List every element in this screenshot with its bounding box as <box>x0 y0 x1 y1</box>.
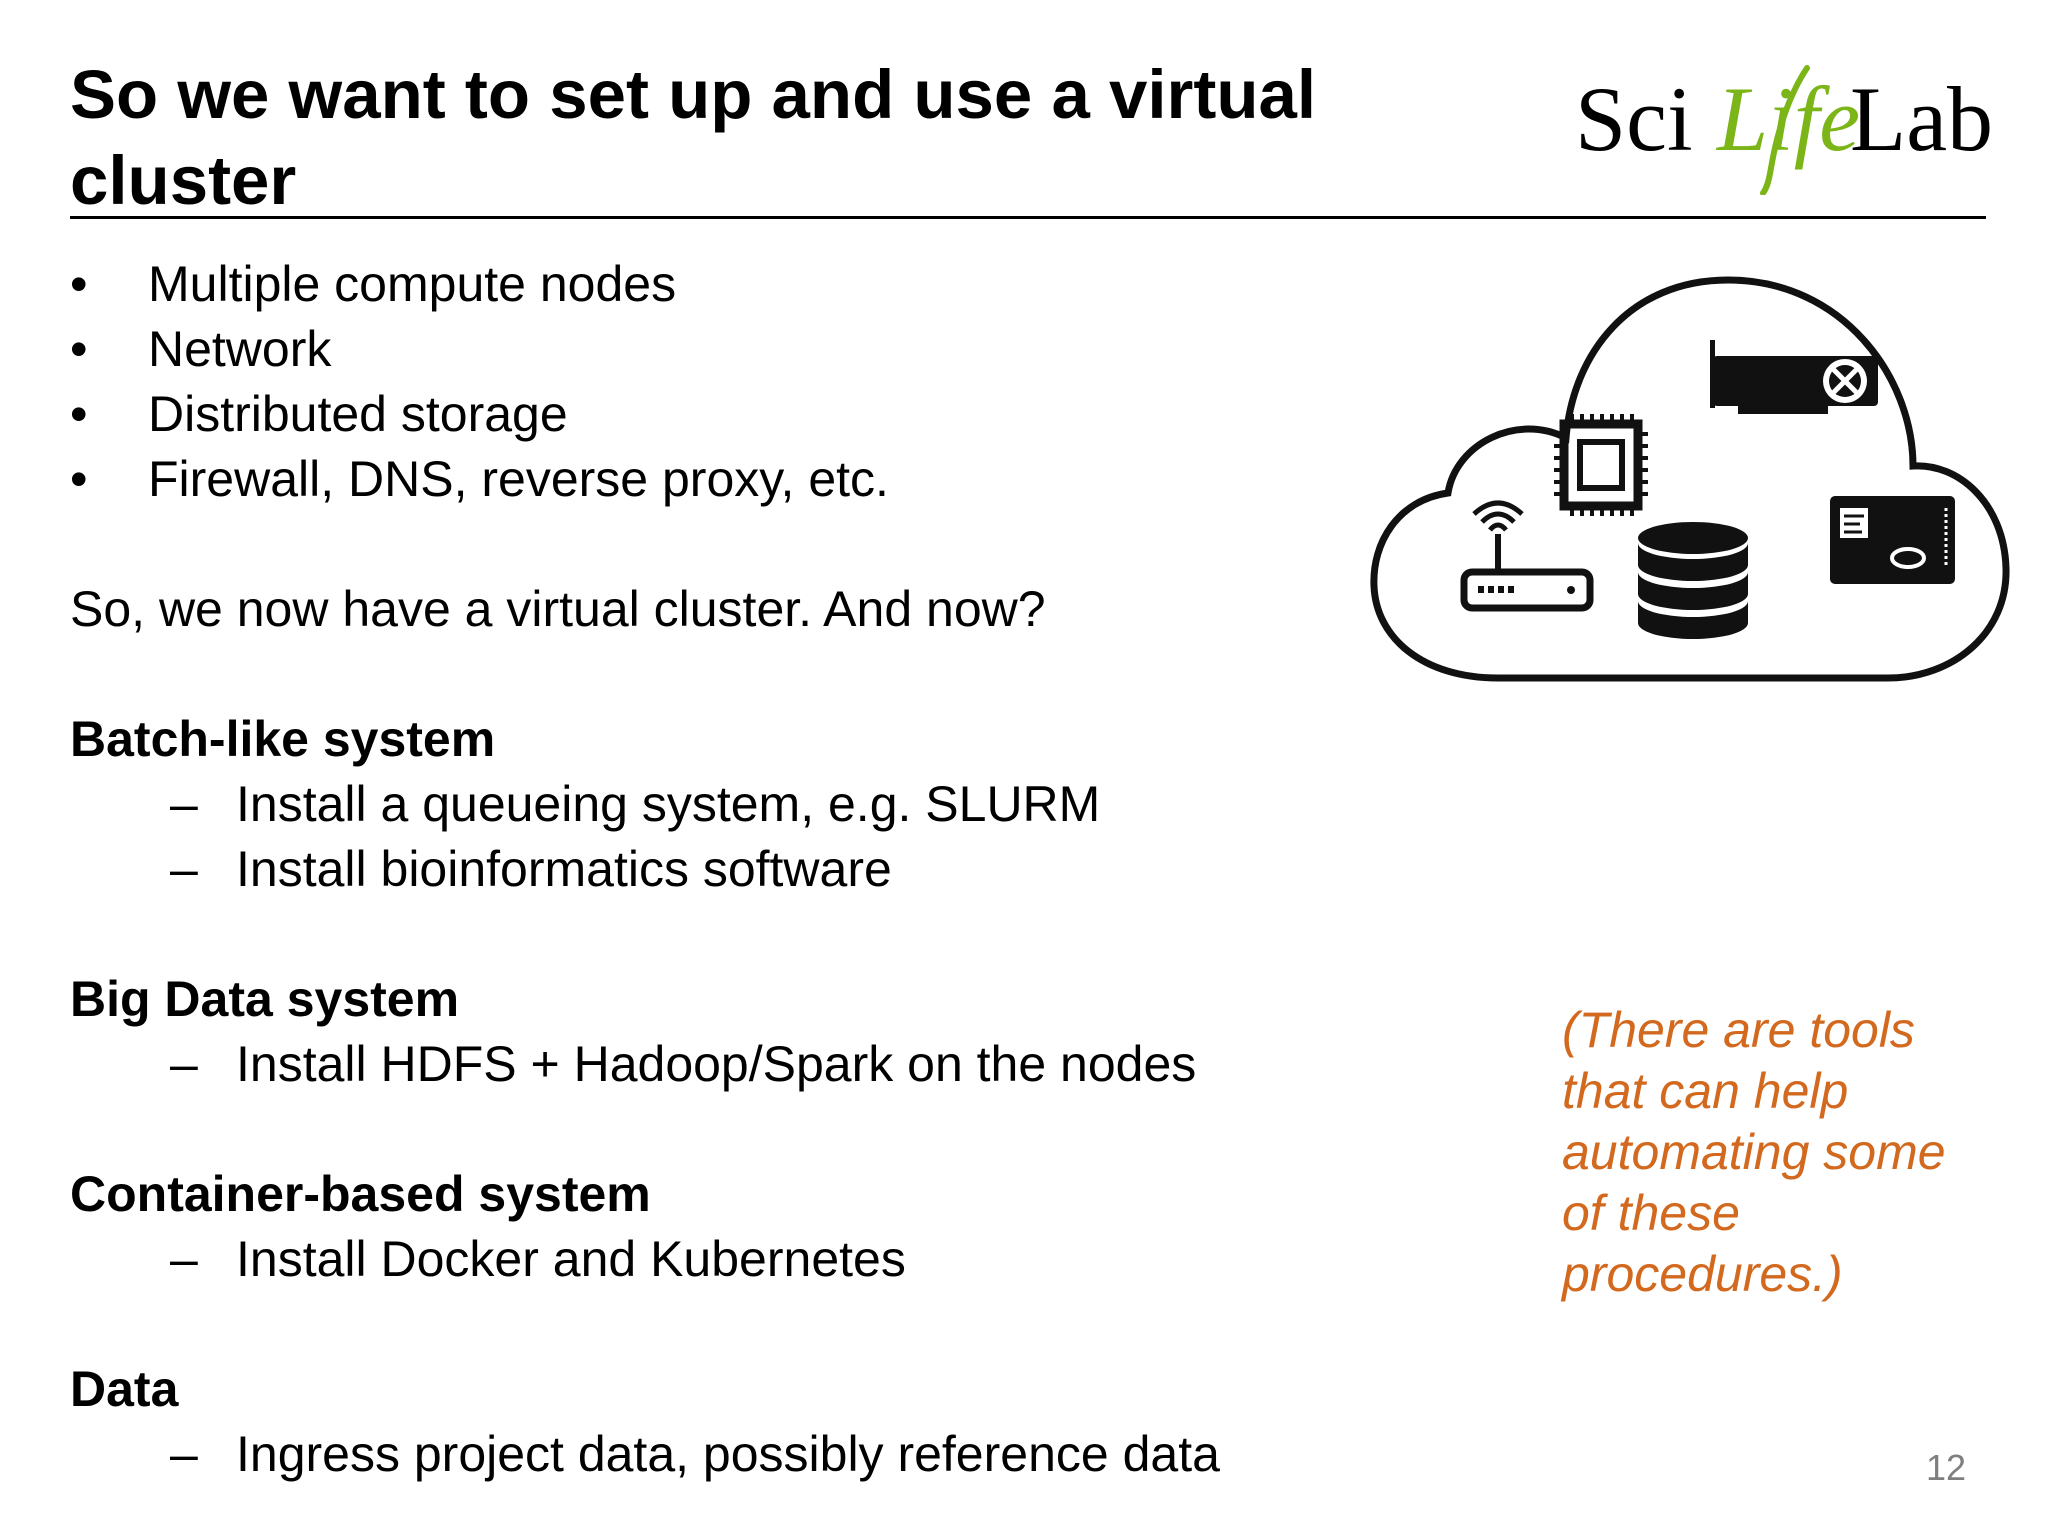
section-item: –Install Docker and Kubernetes <box>70 1227 1470 1292</box>
bullet-marker: • <box>70 321 88 377</box>
tools-note: (There are tools that can help automatin… <box>1562 1002 1946 1302</box>
title-divider <box>70 216 1986 219</box>
section-item: –Install a queueing system, e.g. SLURM <box>70 772 1470 837</box>
logo-leaf-stem <box>1760 65 1810 195</box>
spacer <box>70 642 1470 707</box>
database-icon <box>1638 522 1748 639</box>
section-item-text: Install a queueing system, e.g. SLURM <box>236 776 1101 832</box>
section-item-text: Install Docker and Kubernetes <box>236 1231 906 1287</box>
spacer <box>70 512 1470 577</box>
cpu-chip-icon <box>1554 414 1648 516</box>
logo-text-life: Life <box>1715 68 1860 170</box>
wifi-router-icon <box>1460 500 1594 612</box>
section-item: –Ingress project data, possibly referenc… <box>70 1422 1470 1487</box>
bullet-text: Network <box>148 321 332 377</box>
slide-body: • Multiple compute nodes • Network • Distri… <box>70 252 1470 1487</box>
section-item-text: Ingress project data, possibly reference… <box>236 1426 1220 1482</box>
spacer <box>70 902 1470 967</box>
section-heading: Batch-like system <box>70 711 496 767</box>
cloud-infrastructure-illustration <box>1370 276 2010 682</box>
bullet-marker: • <box>70 256 88 312</box>
logo-text-lab: Lab <box>1850 68 1993 170</box>
section-item-text: Install HDFS + Hadoop/Spark on the nodes <box>236 1036 1197 1092</box>
bullet-marker: • <box>70 386 88 442</box>
dash-marker: – <box>170 1426 198 1482</box>
dash-marker: – <box>170 841 198 897</box>
logo-text-sci: Sci <box>1575 68 1693 170</box>
hard-drive-icon <box>1830 496 1955 584</box>
bullet-text: Distributed storage <box>148 386 568 442</box>
bullet-item: • Multiple compute nodes <box>70 252 1470 317</box>
bullet-item: • Firewall, DNS, reverse proxy, etc. <box>70 447 1470 512</box>
gpu-card-icon <box>1710 340 1878 414</box>
question-text: So, we now have a virtual cluster. And n… <box>70 581 1046 637</box>
bullet-item: • Network <box>70 317 1470 382</box>
section-item: –Install HDFS + Hadoop/Spark on the node… <box>70 1032 1470 1097</box>
spacer <box>70 1292 1470 1357</box>
dash-marker: – <box>170 1231 198 1287</box>
slide-title: So we want to set up and use a virtual c… <box>70 56 1317 219</box>
section-heading: Big Data system <box>70 971 460 1027</box>
bullet-text: Multiple compute nodes <box>148 256 677 312</box>
section-heading: Data <box>70 1361 179 1417</box>
dash-marker: – <box>170 776 198 832</box>
bullet-list: • Multiple compute nodes • Network • Distri… <box>70 252 1470 512</box>
scilifelab-logo: Sci Life Lab <box>1575 65 1993 195</box>
section-item-text: Install bioinformatics software <box>236 841 892 897</box>
bullet-marker: • <box>70 451 88 507</box>
bullet-text: Firewall, DNS, reverse proxy, etc. <box>148 451 889 507</box>
bullet-item: • Distributed storage <box>70 382 1470 447</box>
section-item: –Install bioinformatics software <box>70 837 1470 902</box>
section-heading: Container-based system <box>70 1166 651 1222</box>
dash-marker: – <box>170 1036 198 1092</box>
cloud-icon <box>1370 276 2010 682</box>
spacer <box>70 1097 1470 1162</box>
page-number: 12 <box>1925 1447 1966 1488</box>
